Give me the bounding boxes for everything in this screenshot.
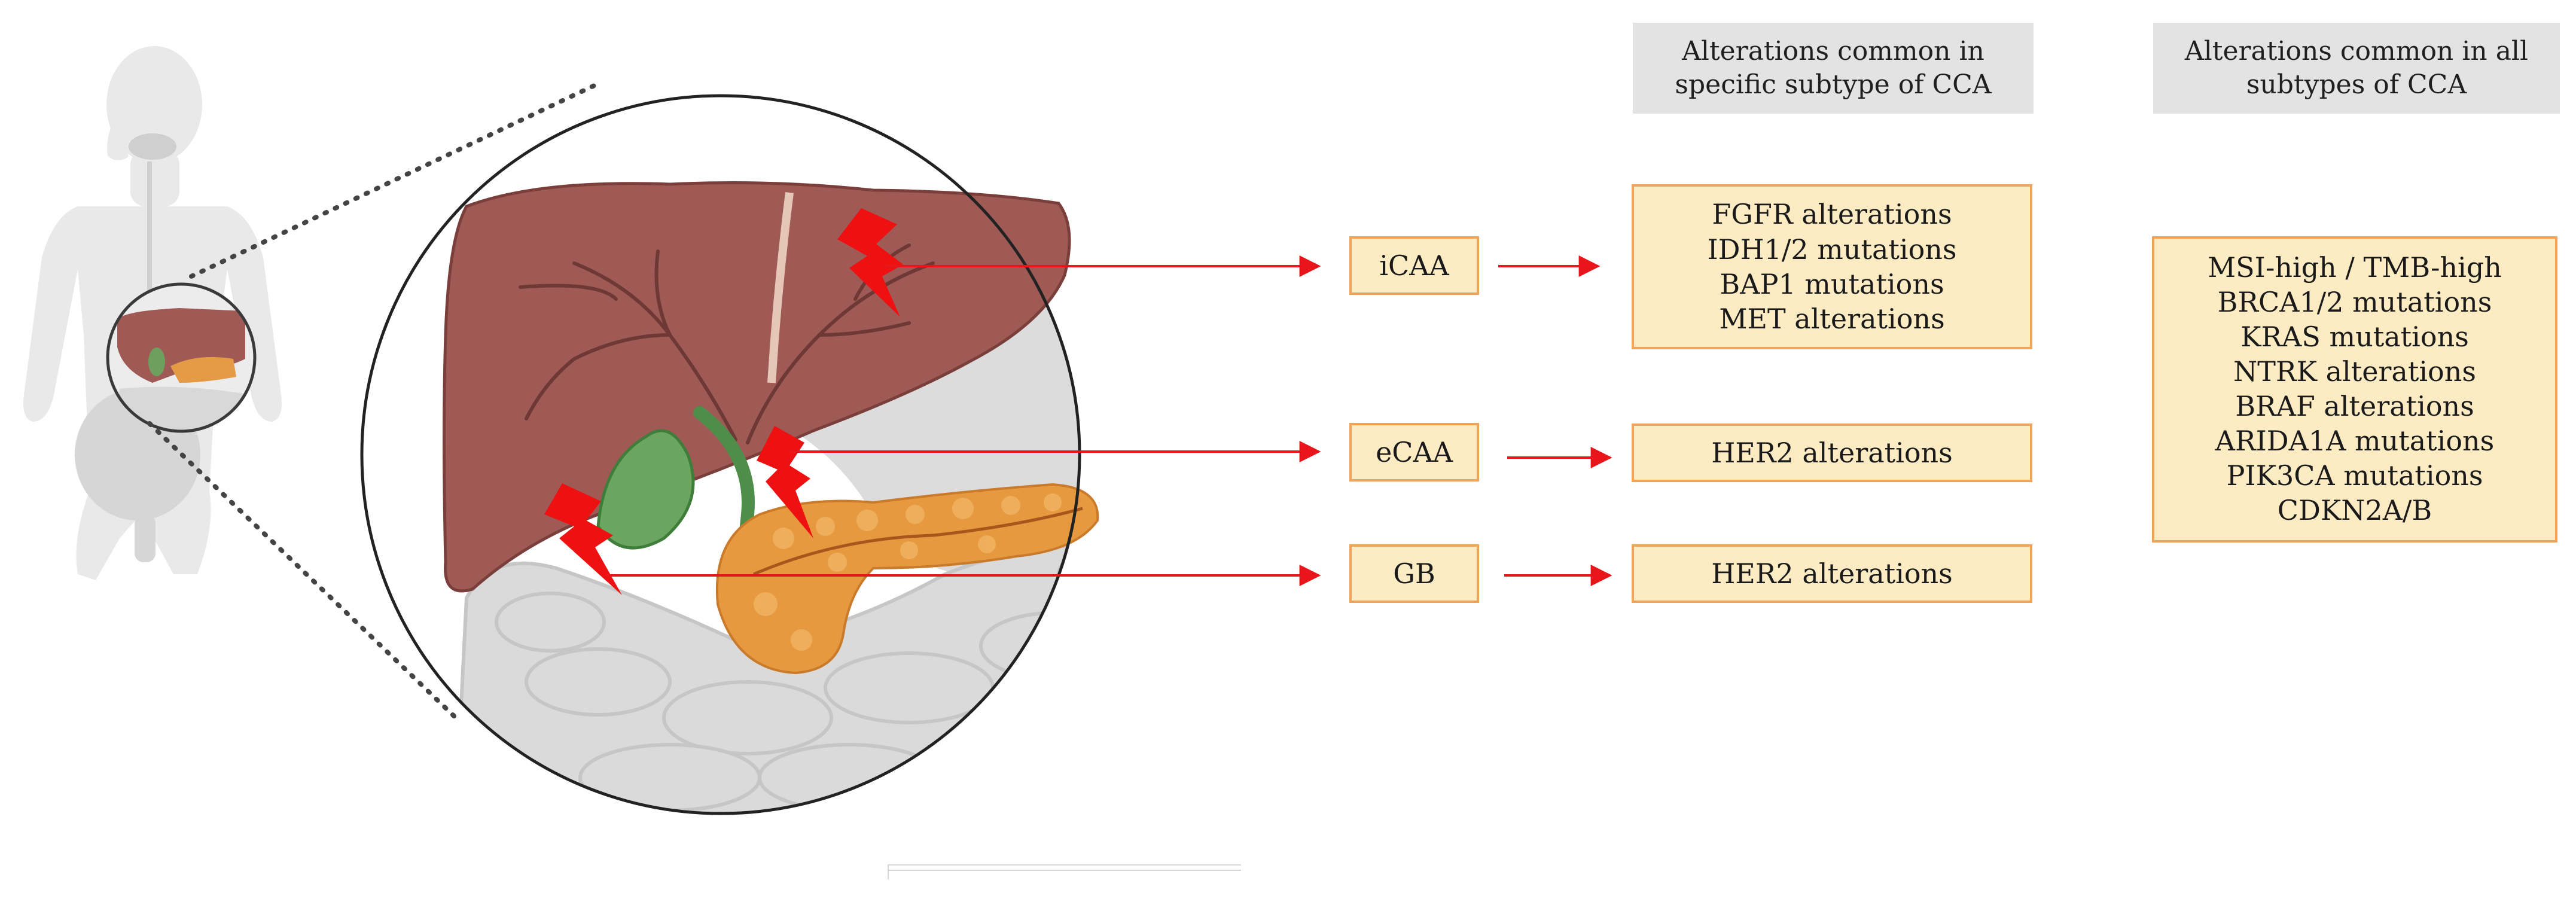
header-specific-subtype: Alterations common in specific subtype o… bbox=[1633, 23, 2034, 114]
header-specific-line-2: specific subtype of CCA bbox=[1675, 69, 1992, 100]
subtype-box-icaa: iCAA bbox=[1349, 236, 1479, 295]
baseline-lines bbox=[888, 864, 1241, 879]
alteration-item: IDH1/2 mutations bbox=[1707, 233, 1957, 266]
common-alteration-item: BRAF alterations bbox=[2235, 390, 2474, 422]
header-all-line-2: subtypes of CCA bbox=[2246, 69, 2467, 100]
alteration-item: HER2 alterations bbox=[1711, 436, 1953, 469]
header-specific-line-1: Alterations common in bbox=[1682, 35, 1984, 66]
common-alteration-item: NTRK alterations bbox=[2233, 355, 2476, 388]
common-alteration-item: MSI-high / TMB-high bbox=[2208, 251, 2502, 284]
alteration-item: BAP1 mutations bbox=[1720, 268, 1944, 300]
header-all-line-1: Alterations common in all bbox=[2184, 35, 2529, 66]
common-alteration-item: CDKN2A/B bbox=[2277, 493, 2432, 526]
subtype-box-ecaa: eCAA bbox=[1349, 423, 1479, 482]
lightning-bolt-icon bbox=[544, 208, 903, 595]
small-zoom-circle bbox=[106, 282, 257, 433]
subtype-box-gb: GB bbox=[1349, 544, 1479, 603]
zoom-lines bbox=[147, 81, 600, 719]
subtype-label: GB bbox=[1393, 557, 1435, 590]
alteration-item: HER2 alterations bbox=[1711, 557, 1953, 590]
common-alteration-item: PIK3CA mutations bbox=[2226, 459, 2483, 492]
common-alteration-item: BRCA1/2 mutations bbox=[2217, 286, 2492, 319]
common-alteration-item: KRAS mutations bbox=[2240, 321, 2469, 354]
alteration-item: MET alterations bbox=[1719, 303, 1945, 336]
alterations-box-icaa: FGFR alterations IDH1/2 mutations BAP1 m… bbox=[1632, 184, 2032, 349]
liver-icon bbox=[443, 181, 1071, 593]
alterations-box-gb: HER2 alterations bbox=[1632, 544, 2032, 603]
header-all-subtypes: Alterations common in all subtypes of CC… bbox=[2153, 23, 2560, 114]
arrows bbox=[607, 255, 1612, 586]
subtype-label: eCAA bbox=[1376, 436, 1453, 468]
alteration-item: FGFR alterations bbox=[1712, 198, 1952, 231]
subtype-label: iCAA bbox=[1379, 249, 1449, 282]
big-zoom-circle bbox=[360, 94, 1099, 815]
alterations-box-ecaa: HER2 alterations bbox=[1632, 423, 2032, 482]
common-alteration-item: ARIDA1A mutations bbox=[2215, 424, 2495, 457]
pancreas-icon bbox=[715, 483, 1099, 675]
common-alterations-box: MSI-high / TMB-high BRCA1/2 mutations KR… bbox=[2152, 236, 2557, 543]
